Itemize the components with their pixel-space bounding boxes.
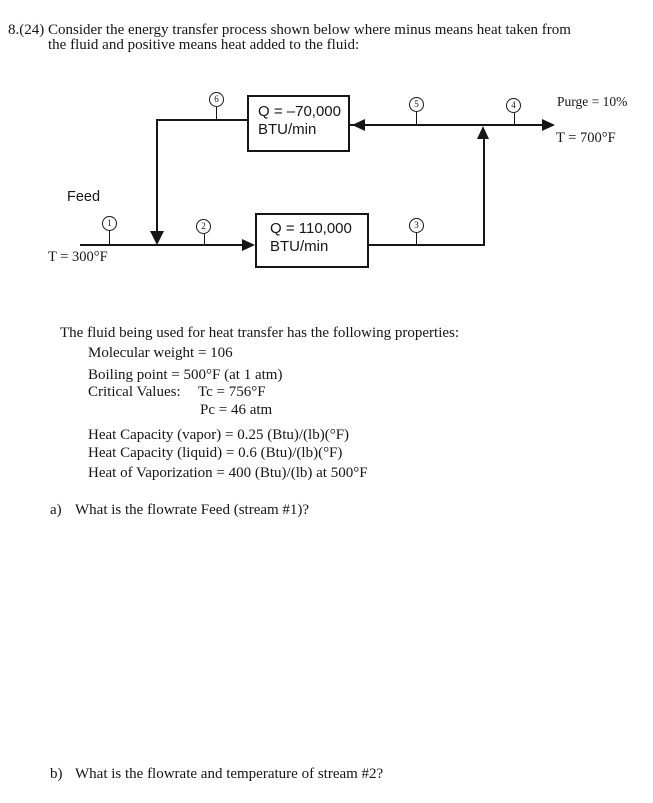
stream-6-tick (216, 107, 217, 119)
stream-2-number: 2 (201, 221, 206, 231)
heater-q-label: Q = 110,000 (270, 220, 352, 237)
heat-capacity-liquid-line: Heat Capacity (liquid) = 0.6 (Btu)/(lb)(… (88, 445, 343, 461)
stream-marker-6: 6 (209, 92, 224, 107)
stream-5-number: 5 (414, 99, 419, 109)
recycle-top-line (350, 124, 543, 126)
recycle-down-line (156, 119, 158, 233)
critical-values-label: Critical Values: (88, 384, 181, 400)
problem-statement-line2: the fluid and positive means heat added … (48, 37, 360, 53)
stream-4-number: 4 (511, 100, 516, 110)
question-b-text: What is the flowrate and temperature of … (75, 766, 384, 782)
heater-unit-box: Q = 110,000 BTU/min (255, 213, 369, 268)
stream-5-tick (416, 112, 417, 124)
riser-line (483, 134, 485, 246)
heat-of-vaporization-line: Heat of Vaporization = 400 (Btu)/(lb) at… (88, 465, 368, 481)
heater-outlet-line (369, 244, 485, 246)
stream-marker-4: 4 (506, 98, 521, 113)
cooler-q-units: BTU/min (258, 121, 317, 138)
stream-marker-3: 3 (409, 218, 424, 233)
feed-line (80, 244, 243, 246)
feed-temperature-label: T = 300°F (48, 249, 108, 265)
cooler-q-label: Q = –70,000 (258, 103, 341, 120)
stream-marker-2: 2 (196, 219, 211, 234)
stream-4-tick (514, 113, 515, 124)
properties-intro: The fluid being used for heat transfer h… (60, 325, 460, 341)
stream-marker-5: 5 (409, 97, 424, 112)
heater-inlet-arrowhead (242, 239, 255, 251)
recycle-arrowhead (150, 231, 164, 245)
feed-label: Feed (67, 189, 101, 205)
boiling-point-line: Boiling point = 500°F (at 1 atm) (88, 367, 283, 383)
stream-6-number: 6 (214, 94, 219, 104)
molecular-weight-line: Molecular weight = 106 (88, 345, 233, 361)
heat-capacity-vapor-line: Heat Capacity (vapor) = 0.25 (Btu)/(lb)(… (88, 427, 350, 443)
purge-label: Purge = 10% (557, 94, 628, 109)
critical-temperature-line: Tc = 756°F (198, 384, 266, 400)
riser-arrowhead (477, 126, 489, 139)
cooler-inlet-arrowhead (352, 119, 365, 131)
stream-3-number: 3 (414, 220, 419, 230)
heater-q-units: BTU/min (270, 238, 329, 255)
cooler-unit-box: Q = –70,000 BTU/min (247, 95, 350, 152)
purge-arrowhead (542, 119, 555, 131)
stream-2-tick (204, 234, 205, 244)
stream-1-tick (109, 231, 110, 244)
problem-statement-line1: Consider the energy transfer process sho… (48, 22, 571, 38)
critical-pressure-line: Pc = 46 atm (200, 402, 273, 418)
stream-1-number: 1 (107, 218, 112, 228)
problem-number: 8.(24) (8, 22, 45, 38)
question-b-label: b) (50, 766, 63, 782)
stream-3-tick (416, 233, 417, 244)
stream-marker-1: 1 (102, 216, 117, 231)
question-a-label: a) (50, 502, 62, 518)
purge-temperature-label: T = 700°F (556, 130, 616, 146)
cooler-outlet-line (156, 119, 248, 121)
question-a-text: What is the flowrate Feed (stream #1)? (75, 502, 310, 518)
